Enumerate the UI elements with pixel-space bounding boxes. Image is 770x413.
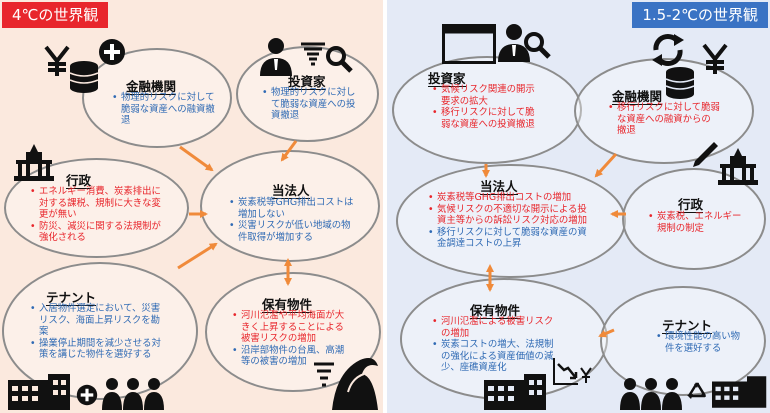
- tornado-icon: [314, 362, 334, 387]
- points-left-finance: 物理的リスクに対して脆弱な資産への融資撤退: [112, 92, 216, 127]
- points-right-corp: 炭素税等GHG排出コストの増加 気候リスクの不適切な開示による投資主等からの訴訟…: [428, 192, 594, 250]
- people-icon: [102, 378, 164, 410]
- header-1-5-2c: 1.5-2℃の世界観: [632, 2, 768, 28]
- arrow-left-investor-to-corp: [280, 140, 298, 162]
- point-left-assets-1: 河川氾濫や平均海面が大きく上昇することによる被害リスクの増加: [232, 310, 352, 345]
- title-left-gov: 行政: [66, 173, 92, 189]
- coins-icon: [69, 61, 99, 93]
- arrow-right-tenant-to-assets: [598, 328, 615, 338]
- arrow-right-finance-to-corp: [594, 152, 618, 178]
- points-left-tenant: 入居物件選定において、災害リスク、海面上昇リスクを勘案 操業停止期間を減少させる…: [30, 303, 164, 361]
- title-right-tenant: テナント: [662, 318, 713, 334]
- buildings-icon: [712, 376, 767, 408]
- title-right-finance: 金融機関: [612, 89, 663, 105]
- point-left-tenant-2: 操業停止期間を減少させる対策を講じた物件を選好する: [30, 338, 164, 361]
- title-right-corp: 当法人: [480, 179, 518, 195]
- point-left-gov-2: 防災、減災に関する法規制が強化される: [30, 221, 168, 244]
- point-right-tenant-1: 環境性能の高い物件を選好する: [656, 331, 744, 354]
- point-left-corp-1: 炭素税等GHG排出コストは増加しない: [229, 197, 357, 220]
- people-icon: [620, 378, 682, 410]
- points-left-corp: 炭素税等GHG排出コストは増加しない 災害リスクが低い地域の物件取得が増加する: [229, 197, 357, 243]
- pen-icon: [693, 142, 718, 167]
- point-left-assets-2: 沿岸部物件の台風、高潮等の被害の増加: [232, 345, 352, 368]
- arrow-left-finance-to-corp: [179, 145, 214, 172]
- points-right-investor: 気候リスク関連の開示要求の拡大 移行リスクに対して脆弱な資産への投資撤退: [432, 84, 538, 130]
- point-left-gov-1: エネルギー消費、炭素排出に対する課税、規制に大きな変更が無い: [30, 186, 168, 221]
- magnifier-icon: [326, 46, 353, 73]
- title-left-finance: 金融機関: [126, 79, 177, 95]
- title-left-investor: 投資家: [288, 74, 326, 90]
- points-left-investor: 物理的リスクに対して脆弱な資産への投資撤退: [262, 87, 358, 122]
- points-right-gov: 炭素税、エネルギー規制の制定: [648, 211, 744, 234]
- point-right-gov-1: 炭素税、エネルギー規制の制定: [648, 211, 744, 234]
- refresh-cycle-icon: [652, 34, 684, 66]
- point-right-assets-2: 炭素コストの増大、法規制の強化による資産価値の減少、座礁資産化: [432, 339, 558, 374]
- investor-person-icon: [498, 24, 530, 62]
- points-left-assets: 河川氾濫や平均海面が大きく上昇することによる被害リスクの増加 沿岸部物件の台風、…: [232, 310, 352, 368]
- government-building-icon: [14, 144, 54, 181]
- title-left-assets: 保有物件: [262, 297, 313, 313]
- buildings-icon: [8, 374, 70, 410]
- yen-icon: [44, 45, 70, 76]
- investor-person-icon: [260, 38, 292, 76]
- point-right-corp-3: 移行リスクに対して脆弱な資産の資金調達コストの上昇: [428, 227, 594, 250]
- arrow-left-tenant-to-corp: [177, 242, 218, 270]
- falling-chart-yen-icon: [553, 358, 592, 385]
- point-right-investor-2: 移行リスクに対して脆弱な資産への投資撤退: [432, 107, 538, 130]
- points-right-tenant: 環境性能の高い物件を選好する: [656, 331, 744, 354]
- point-right-finance-1: 移行リスクに対して脆弱な資産への融資からの撤退: [608, 102, 720, 137]
- point-right-corp-2: 気候リスクの不適切な開示による投資主等からの訴訟リスク対応の増加: [428, 204, 594, 227]
- browser-window-icon: [442, 24, 496, 64]
- title-right-assets: 保有物件: [470, 303, 521, 319]
- point-right-assets-1: 河川氾濫による被害リスクの増加: [432, 316, 558, 339]
- point-right-investor-1: 気候リスク関連の開示要求の拡大: [432, 84, 538, 107]
- title-left-tenant: テナント: [46, 290, 97, 306]
- buildings-icon: [484, 374, 546, 410]
- point-left-tenant-1: 入居物件選定において、災害リスク、海面上昇リスクを勘案: [30, 303, 164, 338]
- points-right-assets: 河川氾濫による被害リスクの増加 炭素コストの増大、法規制の強化による資産価値の減…: [432, 316, 558, 374]
- point-left-corp-2: 災害リスクが低い地域の物件取得が増加する: [229, 220, 357, 243]
- point-right-corp-1: 炭素税等GHG排出コストの増加: [428, 192, 594, 204]
- plus-circle-icon: [76, 384, 98, 406]
- recycle-icon: [687, 382, 707, 399]
- points-left-gov: エネルギー消費、炭素排出に対する課税、規制に大きな変更が無い 防災、減災に関する…: [30, 186, 168, 244]
- title-right-gov: 行政: [678, 197, 704, 213]
- points-right-finance: 移行リスクに対して脆弱な資産への融資からの撤退: [608, 102, 720, 137]
- title-right-investor: 投資家: [428, 71, 466, 87]
- yen-icon: [702, 43, 728, 74]
- header-4c: 4℃の世界観: [2, 2, 109, 28]
- point-left-investor-1: 物理的リスクに対して脆弱な資産への投資撤退: [262, 87, 358, 122]
- panel-divider: [383, 0, 387, 413]
- magnifier-icon: [524, 32, 551, 59]
- coins-icon: [665, 67, 695, 99]
- government-building-icon: [718, 148, 758, 185]
- point-left-finance-1: 物理的リスクに対して脆弱な資産への融資撤退: [112, 92, 216, 127]
- title-left-corp: 当法人: [272, 183, 310, 199]
- wave-icon: [332, 358, 378, 410]
- plus-circle-icon: [99, 39, 125, 65]
- tornado-icon: [301, 42, 325, 66]
